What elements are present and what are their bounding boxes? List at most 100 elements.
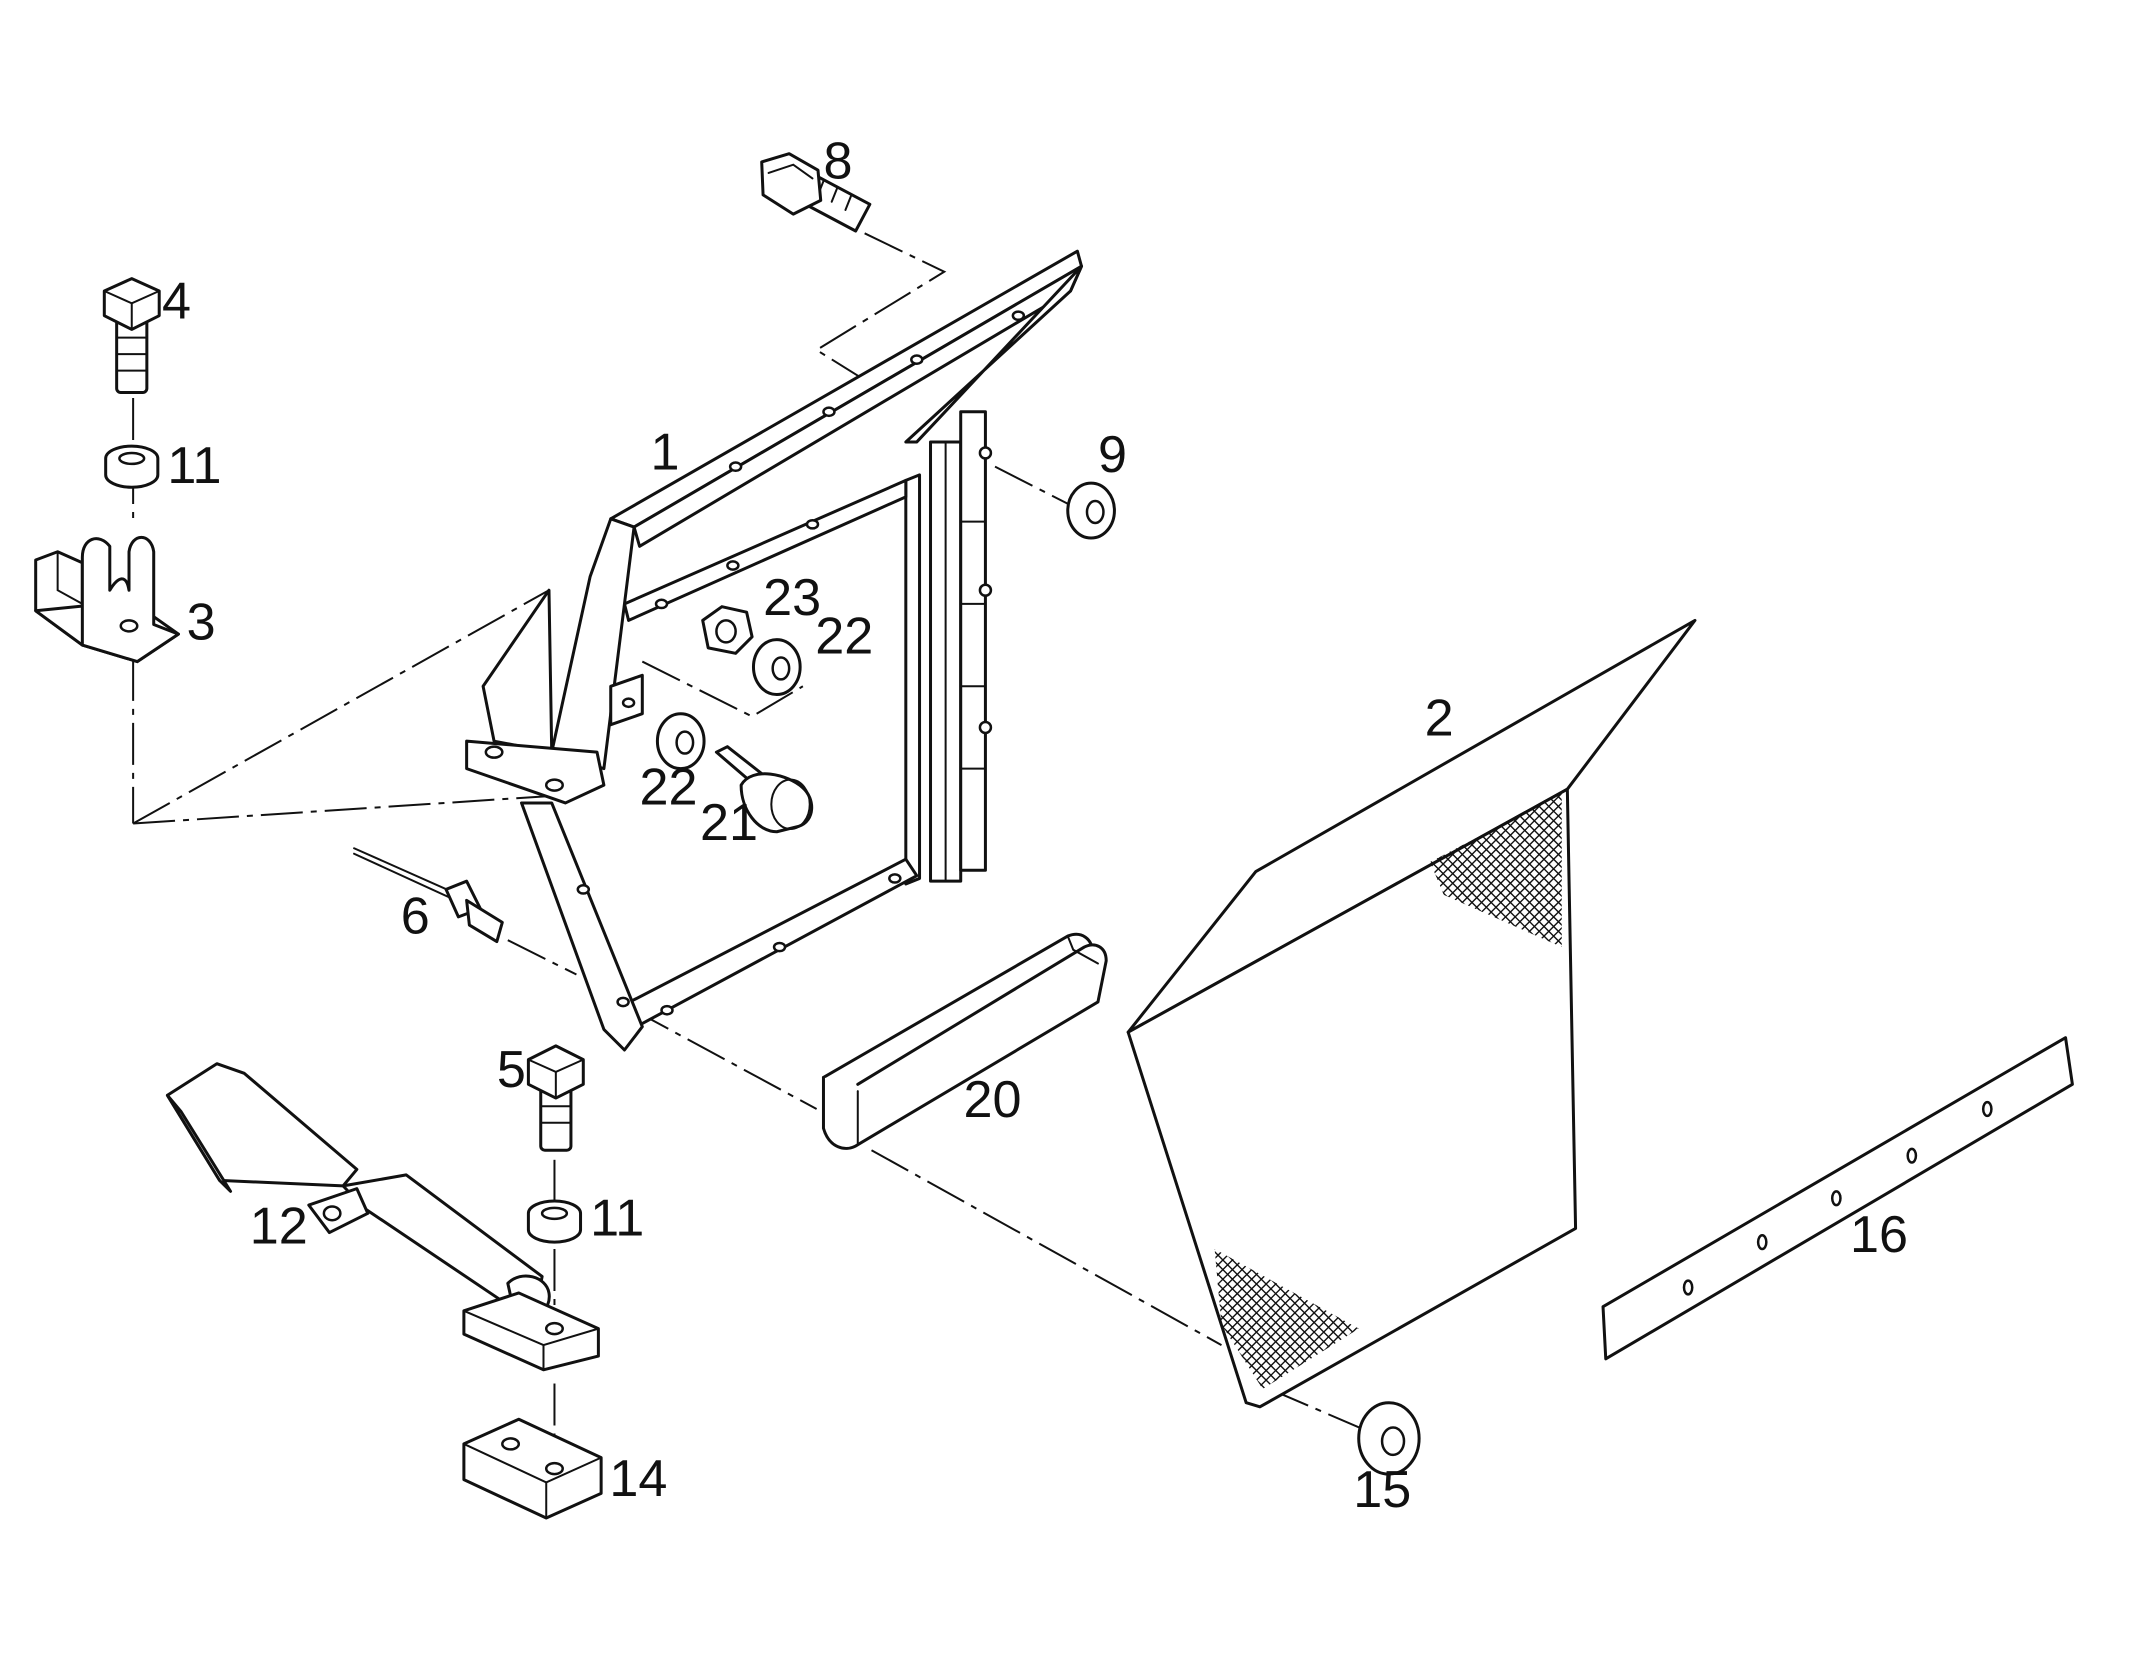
callout-14: 14 — [609, 1450, 667, 1508]
mesh-line — [1367, 769, 1587, 989]
mesh-line — [1002, 1222, 1194, 1414]
channel-20 — [823, 934, 1106, 1148]
mesh-line — [1598, 769, 1818, 989]
mesh-line — [1396, 769, 1616, 989]
mesh-line — [1588, 769, 1808, 989]
mesh-line — [1031, 1222, 1223, 1414]
mesh-line — [1732, 769, 1952, 989]
mesh-line — [1684, 769, 1904, 989]
mesh-line — [1011, 1222, 1203, 1414]
callout-23: 23 — [763, 569, 821, 627]
mesh-line — [1742, 769, 1962, 989]
mesh-line — [1386, 769, 1606, 989]
mesh-line — [973, 1222, 1165, 1414]
washer-22-lower — [657, 714, 704, 769]
mesh-line — [1108, 1222, 1300, 1414]
mesh-line — [1694, 769, 1914, 989]
mesh-line — [1578, 769, 1798, 989]
mesh-line — [1722, 769, 1942, 989]
callout-5: 5 — [497, 1041, 526, 1099]
mesh-line — [992, 1222, 1184, 1414]
knob-21 — [716, 747, 811, 832]
mesh-line — [915, 1222, 1107, 1414]
callout-20: 20 — [963, 1071, 1021, 1129]
mesh-line — [1742, 769, 1962, 989]
callout-21: 21 — [700, 794, 758, 852]
mesh-line — [1780, 769, 2000, 989]
mesh-line — [1521, 769, 1741, 989]
mesh-line — [1770, 769, 1990, 989]
mesh-line — [1540, 769, 1760, 989]
bolt-5 — [528, 1046, 583, 1150]
mesh-line — [944, 1222, 1136, 1414]
mesh-line — [1578, 769, 1798, 989]
bracket-3 — [36, 537, 179, 661]
mesh-line — [1377, 769, 1597, 989]
mesh-line — [1357, 769, 1577, 989]
washer-15 — [1359, 1403, 1419, 1474]
mesh-line — [1511, 769, 1731, 989]
mesh-line — [935, 1222, 1127, 1414]
mesh-line — [1713, 769, 1933, 989]
callout-labels: 1 2 3 4 5 6 8 9 11 11 12 14 15 16 20 21 … — [162, 132, 1908, 1519]
mesh-line — [1751, 769, 1971, 989]
strip-16 — [1603, 1038, 2072, 1359]
mesh-line — [925, 1222, 1117, 1414]
mesh-line — [1060, 1222, 1252, 1414]
mesh-line — [1232, 1222, 1424, 1414]
mesh-line — [1626, 769, 1846, 989]
nut-23 — [703, 607, 752, 654]
callout-16: 16 — [1850, 1206, 1908, 1264]
mesh-line — [1559, 769, 1779, 989]
mesh-line — [1617, 769, 1837, 989]
mesh-line — [1655, 769, 1875, 989]
mesh-line — [1549, 769, 1769, 989]
mesh-line — [973, 1222, 1165, 1414]
mesh-line — [1674, 769, 1894, 989]
mesh-line — [1405, 769, 1625, 989]
latch-12 — [167, 1064, 598, 1370]
mesh-line — [1444, 769, 1664, 989]
mesh-line — [1607, 769, 1827, 989]
mesh-line — [1540, 769, 1760, 989]
washer-22-upper — [753, 640, 800, 695]
callout-22-upper: 22 — [815, 607, 873, 665]
mesh-line — [1713, 769, 1933, 989]
mesh-line — [1031, 1222, 1223, 1414]
washer-11-bottom — [528, 1201, 580, 1242]
mesh-line — [963, 1222, 1155, 1414]
mesh-line — [906, 1222, 1098, 1414]
callout-6: 6 — [401, 887, 430, 945]
mesh-line — [915, 1222, 1107, 1414]
mesh-line — [1098, 1222, 1290, 1414]
mesh-line — [1646, 769, 1866, 989]
mesh-line — [1636, 769, 1856, 989]
mesh-line — [1703, 769, 1923, 989]
bolt-4 — [104, 279, 159, 393]
washer-11-top — [106, 446, 158, 487]
mesh-line — [1588, 769, 1808, 989]
mesh-line — [1674, 769, 1894, 989]
mesh-line — [1569, 769, 1789, 989]
mesh-line — [1242, 1222, 1434, 1414]
callout-11-bottom: 11 — [590, 1189, 644, 1247]
mesh-line — [1569, 769, 1789, 989]
frame-1 — [467, 251, 1082, 1050]
washer-9 — [1068, 483, 1115, 538]
mesh-line — [1780, 769, 2000, 989]
mesh-line — [1549, 769, 1769, 989]
mesh-line — [1722, 769, 1942, 989]
mesh-line — [1425, 769, 1645, 989]
screen-panel-2 — [906, 620, 2000, 1413]
mesh-line — [1011, 1222, 1203, 1414]
callout-9: 9 — [1098, 426, 1127, 484]
callout-3: 3 — [187, 594, 216, 652]
mesh-line — [983, 1222, 1175, 1414]
bolt-8 — [762, 154, 870, 231]
mesh-line — [1598, 769, 1818, 989]
mesh-line — [1655, 769, 1875, 989]
frame-holes — [486, 312, 1024, 1015]
callout-15: 15 — [1353, 1461, 1411, 1519]
mesh-line — [1626, 769, 1846, 989]
